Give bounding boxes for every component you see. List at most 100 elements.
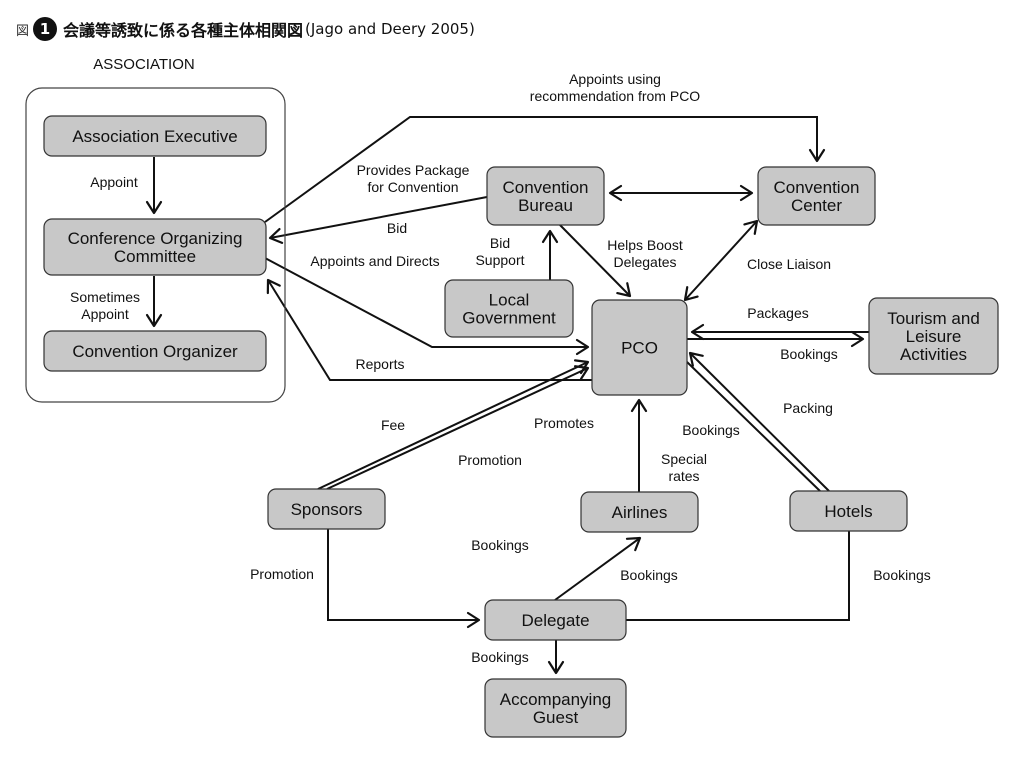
edge-bureau-center-arrowhead [739, 184, 754, 202]
edge-label-fee: Fee [381, 417, 405, 433]
node-label: Delegate [521, 611, 589, 630]
edge-committee-to-pco-arrowhead [575, 338, 590, 356]
node-box [486, 166, 605, 226]
text-line: Delegate [521, 611, 589, 630]
edge-airlines-to-pco-arrowhead [630, 398, 648, 413]
node-box [484, 678, 627, 738]
node-box [444, 279, 574, 338]
text-line: Support [475, 252, 524, 268]
text-line: Bookings [873, 567, 931, 583]
text-line: Helps Boost [607, 237, 683, 253]
text-line: Appoints and Directs [310, 253, 439, 269]
node-box [789, 490, 908, 532]
association-group-frame [25, 87, 286, 403]
edge-hotels-to-pco-bookings [686, 361, 821, 492]
text-line: Close Liaison [747, 256, 831, 272]
text-line: Activities [900, 345, 967, 364]
edge-localgov-to-bureau-arrowhead [541, 229, 559, 244]
node-label: Association Executive [72, 127, 237, 146]
edge-delegate-to-airlines-arrowhead [625, 536, 642, 552]
node-box [757, 166, 876, 226]
text-line: Reports [355, 356, 404, 372]
node-box [43, 115, 267, 157]
text-line: Committee [114, 247, 196, 266]
edge-label-bookings-hotels-pco: Bookings [682, 422, 740, 438]
text-line: Sometimes [70, 289, 140, 305]
text-line: Bid [490, 235, 510, 251]
text-line: Bureau [518, 196, 573, 215]
text-line: Bid [387, 220, 407, 236]
text-line: Tourism and [887, 309, 980, 328]
text-line: Local [489, 291, 530, 310]
text-line: Appoint [81, 306, 129, 322]
edge-label-bookings-delegate-guest: Bookings [471, 649, 529, 665]
edge-tourism-to-pco-arrowhead [690, 323, 705, 341]
text-line: Guest [533, 708, 579, 727]
node-box [580, 491, 699, 533]
edge-bureau-to-committee-arrowhead [268, 227, 284, 244]
node-box [484, 599, 627, 641]
text-line: Center [791, 196, 842, 215]
node-sponsors: Sponsors [267, 488, 386, 530]
title-citation: (Jago and Deery 2005) [305, 20, 475, 38]
association-group-label: ASSOCIATION [93, 56, 194, 73]
text-line: Airlines [612, 503, 668, 522]
node-label: Airlines [612, 503, 668, 522]
text-line: Packing [783, 400, 833, 416]
text-line: Bookings [471, 649, 529, 665]
edge-label-bid: Bid [387, 220, 407, 236]
edge-label-promotion-pco: Promotion [458, 452, 522, 468]
node-association-executive: Association Executive [43, 115, 267, 157]
edge-committee-to-pco [264, 257, 588, 348]
edge-center-pco-arrowhead [743, 219, 759, 235]
edge-executive-to-committee-arrowhead [145, 200, 163, 215]
edge-label-packages: Packages [747, 305, 808, 321]
text-line: PCO [621, 339, 658, 358]
edge-pco-to-committee-reports [267, 279, 592, 381]
edge-center-pco-arrowhead [683, 286, 699, 302]
edge-sponsor-to-delegate-arrowhead [466, 611, 481, 629]
edge-committee-to-center-arrowhead [808, 148, 826, 163]
edge-delegate-to-airlines [554, 537, 641, 601]
text-line: Government [462, 309, 556, 328]
edge-bureau-center-arrowhead [608, 184, 623, 202]
text-line: Hotels [824, 502, 872, 521]
node-box [43, 330, 267, 372]
edge-label-reports: Reports [355, 356, 404, 372]
edge-label-bookings-sponsor-delegate: Bookings [471, 537, 529, 553]
edge-hotels-to-pco-packing [689, 352, 830, 492]
text-line: Conference Organizing [68, 229, 243, 248]
edge-delegate-to-guest-arrowhead [547, 660, 565, 675]
node-pco: PCO [591, 299, 688, 396]
node-box [43, 218, 267, 276]
node-label: PCO [621, 339, 658, 358]
text-line: Promotes [534, 415, 594, 431]
edge-pco-to-tourism-arrowhead [850, 330, 865, 348]
text-line: Convention Organizer [72, 342, 238, 361]
text-line: Bookings [471, 537, 529, 553]
node-label: Sponsors [291, 500, 363, 519]
edge-bureau-to-committee [269, 196, 488, 239]
edge-sponsor-to-pco-fee [317, 361, 589, 490]
text-line: Sponsors [291, 500, 363, 519]
edge-bureau-to-pco [559, 224, 631, 297]
text-line: Promotion [458, 452, 522, 468]
edge-hotels-to-delegate [626, 531, 850, 621]
node-airlines: Airlines [580, 491, 699, 533]
node-box [591, 299, 688, 396]
edge-label-bookings-delegate-airlines: Bookings [620, 567, 678, 583]
